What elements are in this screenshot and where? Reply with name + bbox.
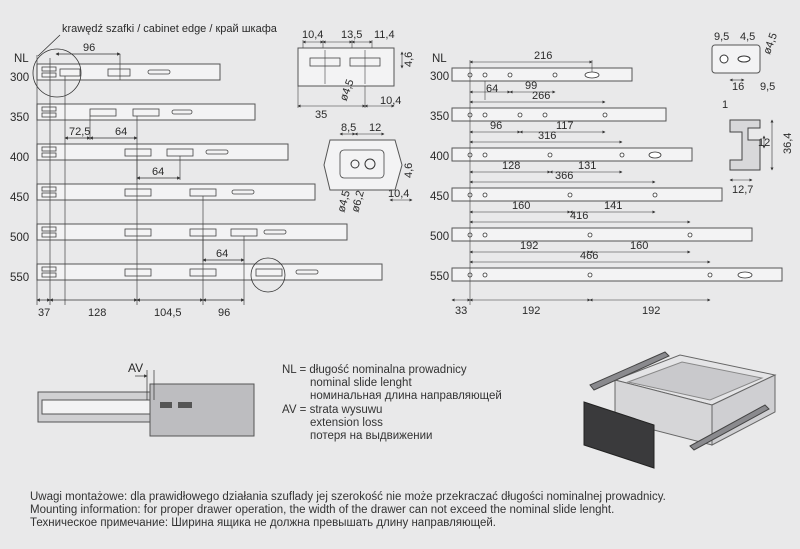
r-length-550: 550 xyxy=(430,271,449,283)
dim-r500-a: 416 xyxy=(570,210,588,222)
legend-av: AV = strata wysuwu extension loss потеря… xyxy=(282,404,432,443)
dim-r300-c: 99 xyxy=(525,80,537,92)
detail-r-95b: 9,5 xyxy=(760,81,775,93)
detail-top-104: 10,4 xyxy=(302,29,323,41)
right-length-labels: NL 300 350 400 450 500 550 xyxy=(430,53,449,283)
detail-mid-85: 8,5 xyxy=(341,122,356,134)
length-550: 550 xyxy=(10,272,29,284)
detail-top-46: 4,6 xyxy=(403,52,415,67)
detail-mid-46: 4,6 xyxy=(403,163,415,178)
legend-av-line1: AV = strata wysuwu xyxy=(282,404,383,416)
dim-r400-a: 316 xyxy=(538,130,556,142)
r-length-350: 350 xyxy=(430,111,449,123)
cabinet-edge-label: krawędź szafki / cabinet edge / край шка… xyxy=(62,23,278,35)
length-500: 500 xyxy=(10,232,29,244)
length-450: 450 xyxy=(10,192,29,204)
dim-bottom-128: 128 xyxy=(88,307,106,319)
r-length-500: 500 xyxy=(430,231,449,243)
r-length-400: 400 xyxy=(430,151,449,163)
dim-r450-c: 141 xyxy=(604,200,622,212)
left-slide-slots xyxy=(41,66,319,278)
dim-bottom-37: 37 xyxy=(38,307,50,319)
left-length-labels: 300 350 400 450 500 550 xyxy=(10,72,29,284)
legend-av-line3: потеря на выдвижении xyxy=(310,430,433,442)
dim-r550-c: 192 xyxy=(522,305,540,317)
legend-nl-line3: номинальная длина направляющей xyxy=(310,390,502,402)
dim-350-a: 72,5 xyxy=(69,126,90,138)
right-slide-profiles xyxy=(451,67,783,282)
dim-r300-a: 216 xyxy=(534,50,552,62)
detail-bracket-mid: 8,5 12 4,6 ø4,5 ø6,2 10,4 xyxy=(323,122,415,214)
detail-top-35: 35 xyxy=(315,109,327,121)
dim-r500-b: 192 xyxy=(520,240,538,252)
detail-right: 9,5 4,5 ø4,5 16 9,5 1 12 36,4 12,7 xyxy=(711,31,794,196)
dim-r550-a: 466 xyxy=(580,250,598,262)
dim-r450-b: 160 xyxy=(512,200,530,212)
legend-av-line2: extension loss xyxy=(310,417,383,429)
dim-400: 64 xyxy=(152,166,164,178)
detail-mid-dia62: ø6,2 xyxy=(350,189,367,213)
length-350: 350 xyxy=(10,112,29,124)
dim-r400-c: 131 xyxy=(578,160,596,172)
detail-mid-dia45: ø4,5 xyxy=(336,189,353,213)
dim-r550-d: 192 xyxy=(642,305,660,317)
legend-nl-line1: NL = długość nominalna prowadnicy xyxy=(282,364,467,376)
detail-top-104b: 10,4 xyxy=(380,95,401,107)
nl-label: NL xyxy=(14,53,29,65)
detail-r-364: 36,4 xyxy=(782,133,794,154)
detail-r-16: 16 xyxy=(732,81,744,93)
dim-r500-c: 160 xyxy=(630,240,648,252)
dim-bottom-1045: 104,5 xyxy=(154,307,182,319)
detail-top-114: 11,4 xyxy=(374,29,395,41)
dim-r400-b: 128 xyxy=(502,160,520,172)
r-length-300: 300 xyxy=(430,71,449,83)
detail-r-127: 12,7 xyxy=(732,184,753,196)
detail-bracket-top: 10,4 13,5 11,4 4,6 35 10,4 ø4,5 xyxy=(297,29,415,121)
detail-r-12: 12 xyxy=(758,137,770,149)
left-dimension-labels: 96 72,5 64 64 64 37 128 104,5 96 xyxy=(38,42,230,319)
detail-r-95a: 9,5 xyxy=(714,31,729,43)
right-dimension-labels: 216 64 99 266 96 117 316 128 131 366 160… xyxy=(455,50,660,317)
right-slide-holes xyxy=(467,71,753,279)
dim-r550-b: 33 xyxy=(455,305,467,317)
note-pl: Uwagi montażowe: dla prawidłowego działa… xyxy=(30,491,666,503)
dim-r350-c: 117 xyxy=(556,120,574,132)
dim-r450-a: 366 xyxy=(555,170,573,182)
note-en: Mounting information: for proper drawer … xyxy=(30,504,615,516)
detail-top-135: 13,5 xyxy=(341,29,362,41)
detail-mid-12: 12 xyxy=(369,122,381,134)
av-diagram: AV xyxy=(37,361,255,437)
note-ru: Техническое примечание: Ширина ящика не … xyxy=(30,517,496,529)
r-length-450: 450 xyxy=(430,191,449,203)
detail-r-dia: ø4,5 xyxy=(761,31,780,56)
dim-r350-b: 96 xyxy=(490,120,502,132)
dim-top-96: 96 xyxy=(83,42,95,54)
dim-350-b: 64 xyxy=(115,126,127,138)
dim-500: 64 xyxy=(216,248,228,260)
mounting-notes: Uwagi montażowe: dla prawidłowego działa… xyxy=(30,491,790,530)
dim-r350-a: 266 xyxy=(532,90,550,102)
detail-r-1: 1 xyxy=(722,99,728,111)
legend-nl-line2: nominal slide lenght xyxy=(310,377,412,389)
length-400: 400 xyxy=(10,152,29,164)
dim-bottom-96: 96 xyxy=(218,307,230,319)
av-label: AV xyxy=(128,361,143,375)
dim-r300-b: 64 xyxy=(486,83,498,95)
nl-label-right: NL xyxy=(432,53,447,65)
legend-nl: NL = długość nominalna prowadnicy nomina… xyxy=(282,364,502,403)
drawer-illustration xyxy=(583,351,777,469)
length-300: 300 xyxy=(10,72,29,84)
detail-r-45: 4,5 xyxy=(740,31,755,43)
detail-mid-104: 10,4 xyxy=(388,188,409,200)
